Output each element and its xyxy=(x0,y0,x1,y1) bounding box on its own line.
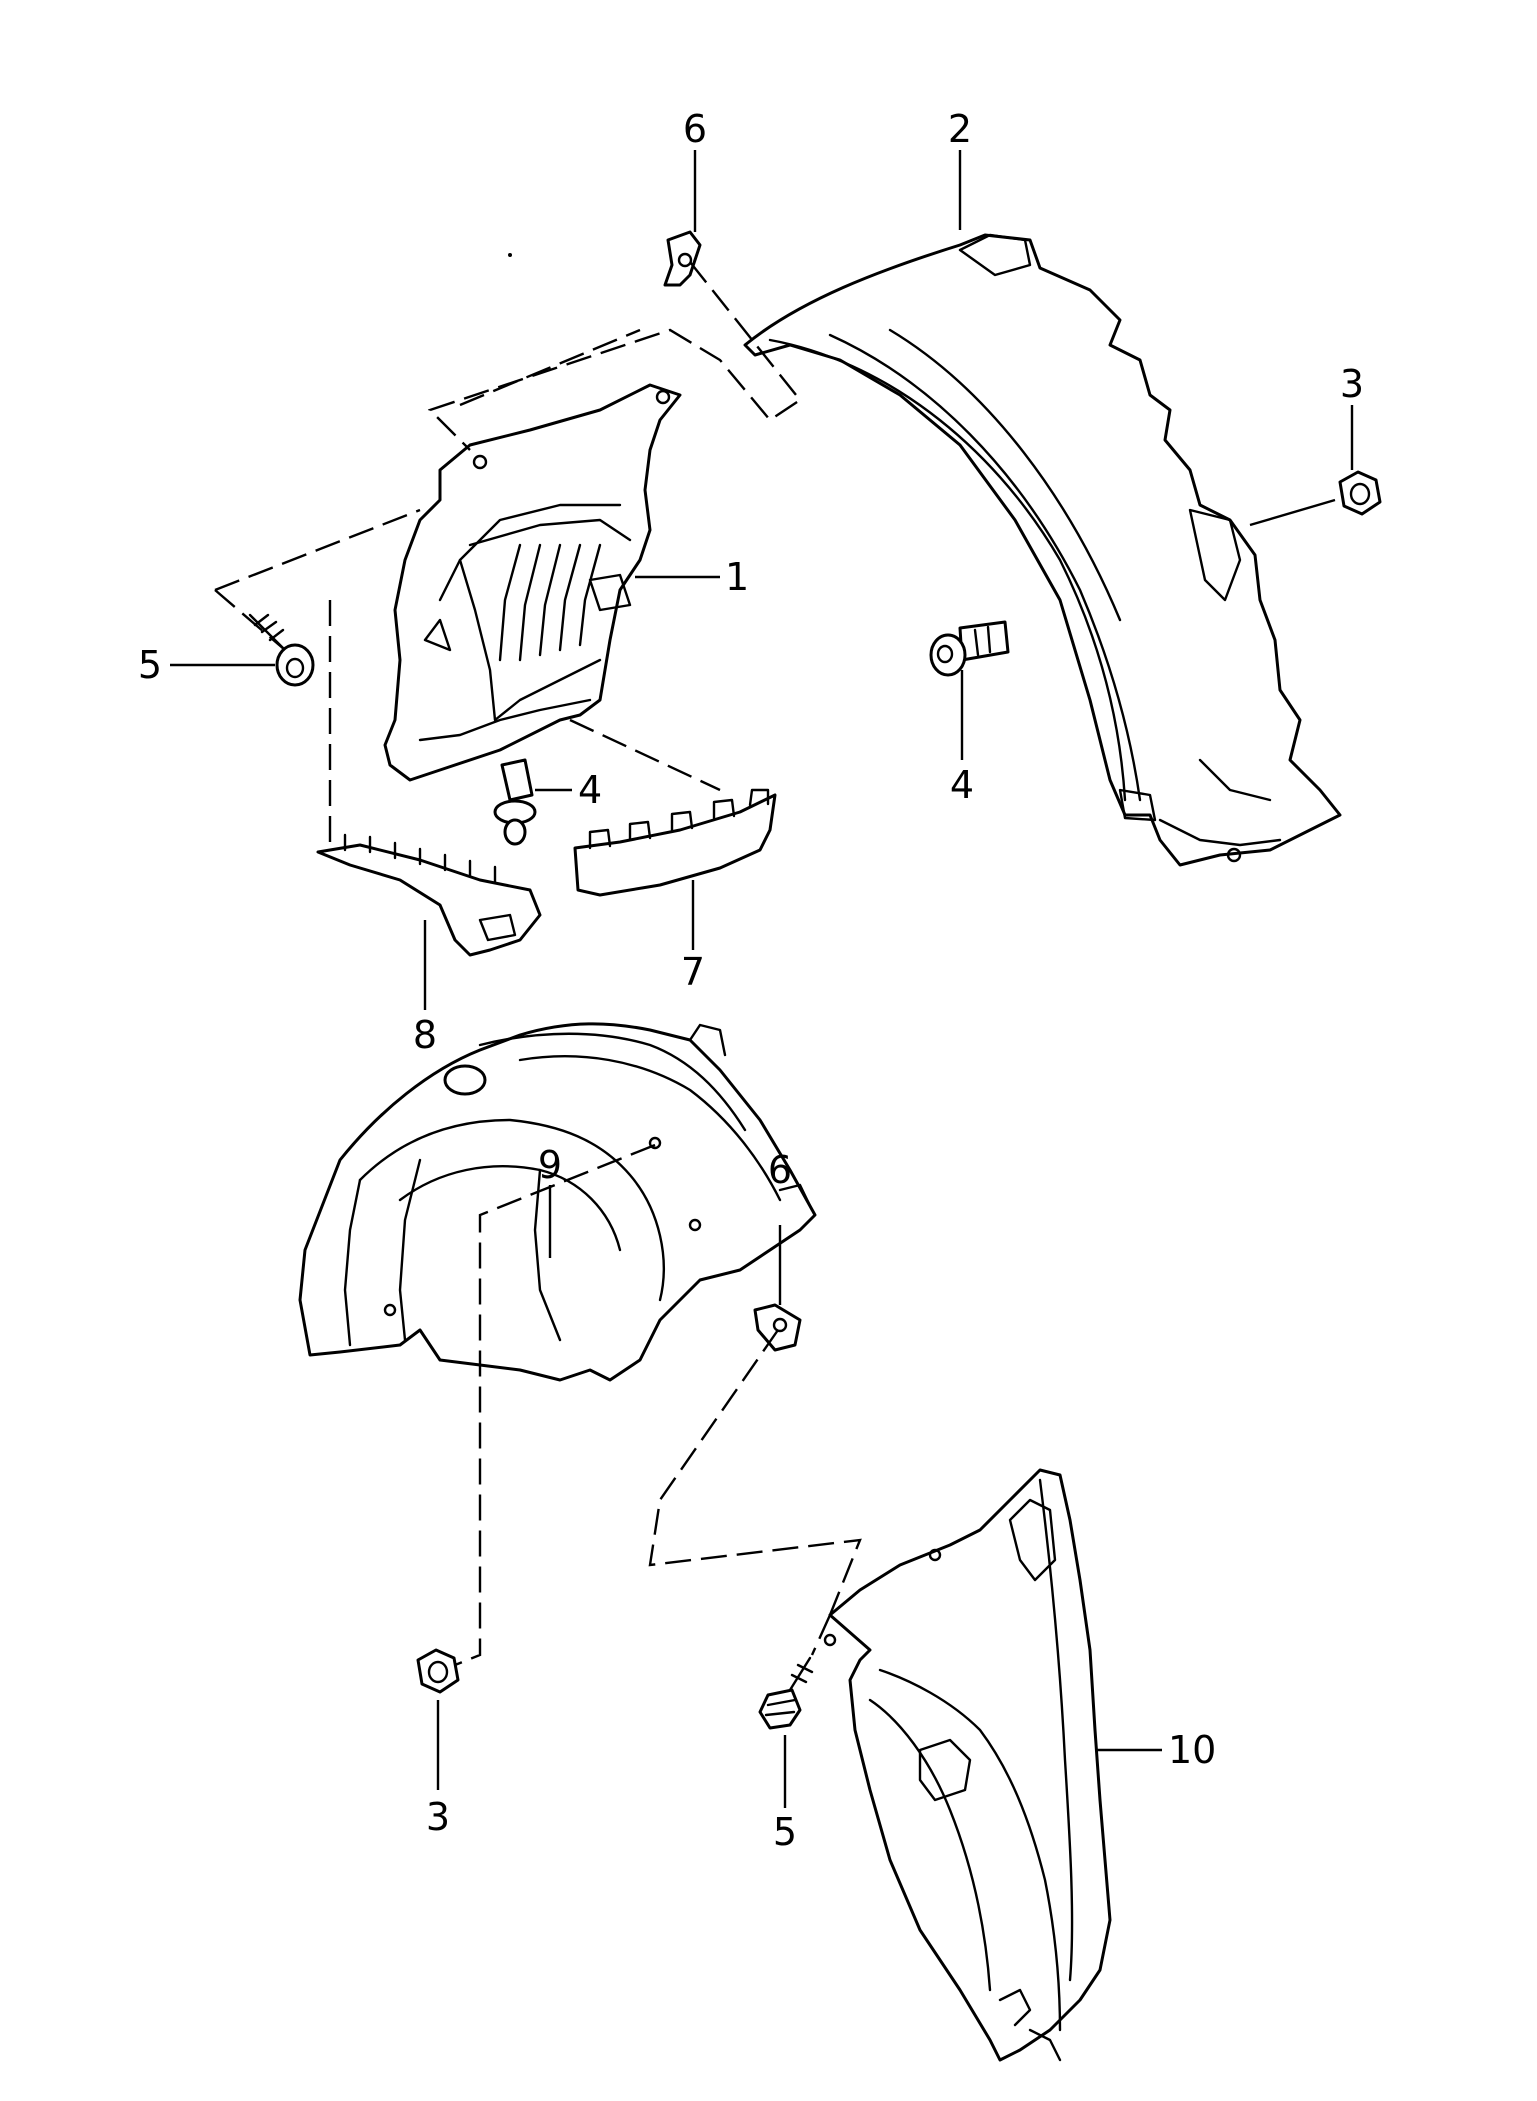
callout-8: 8 xyxy=(413,1013,437,1057)
callout-4-left: 4 xyxy=(578,768,602,812)
part-6-clip-top xyxy=(663,230,702,287)
callout-2: 2 xyxy=(948,107,972,151)
callout-10: 10 xyxy=(1168,1728,1216,1772)
callout-6-top: 6 xyxy=(683,107,707,151)
assembly-lines-upper xyxy=(214,261,802,850)
part-2-wheel-arch-liner xyxy=(743,233,1342,867)
callout-6-bottom: 6 xyxy=(768,1148,792,1192)
part-5-screw-top xyxy=(248,613,315,687)
callout-labels: 6 2 3 1 5 4 4 7 8 9 6 3 5 10 xyxy=(138,107,1364,1854)
part-5-screw-bottom xyxy=(758,1656,814,1730)
part-4-rivet-right xyxy=(929,620,1010,677)
part-8-lower-bracket xyxy=(316,833,542,957)
part-6-clip-bottom xyxy=(753,1303,802,1352)
scan-dot xyxy=(508,253,512,257)
part-3-nut-top xyxy=(1338,470,1382,516)
part-10-rear-liner-section xyxy=(823,1468,1112,2062)
leader-lines-upper xyxy=(170,150,1354,1010)
callout-5-bottom: 5 xyxy=(773,1810,797,1854)
callout-9: 9 xyxy=(538,1143,562,1187)
part-7-trim-strip xyxy=(573,788,777,897)
callout-4-right: 4 xyxy=(950,763,974,807)
callout-3-top: 3 xyxy=(1340,362,1364,406)
callout-7: 7 xyxy=(681,950,705,994)
part-4-rivet-left xyxy=(493,758,537,846)
part-3-nut-bottom xyxy=(416,1648,460,1694)
leader-lines-lower xyxy=(436,1185,1162,1808)
assembly-lines-lower xyxy=(454,1143,862,1667)
part-9-rear-wheel-housing-liner xyxy=(298,1022,817,1382)
callout-3-bottom: 3 xyxy=(426,1795,450,1839)
part-1-front-liner-section xyxy=(383,383,682,782)
callout-5-top: 5 xyxy=(138,643,162,687)
callout-1: 1 xyxy=(725,555,749,599)
